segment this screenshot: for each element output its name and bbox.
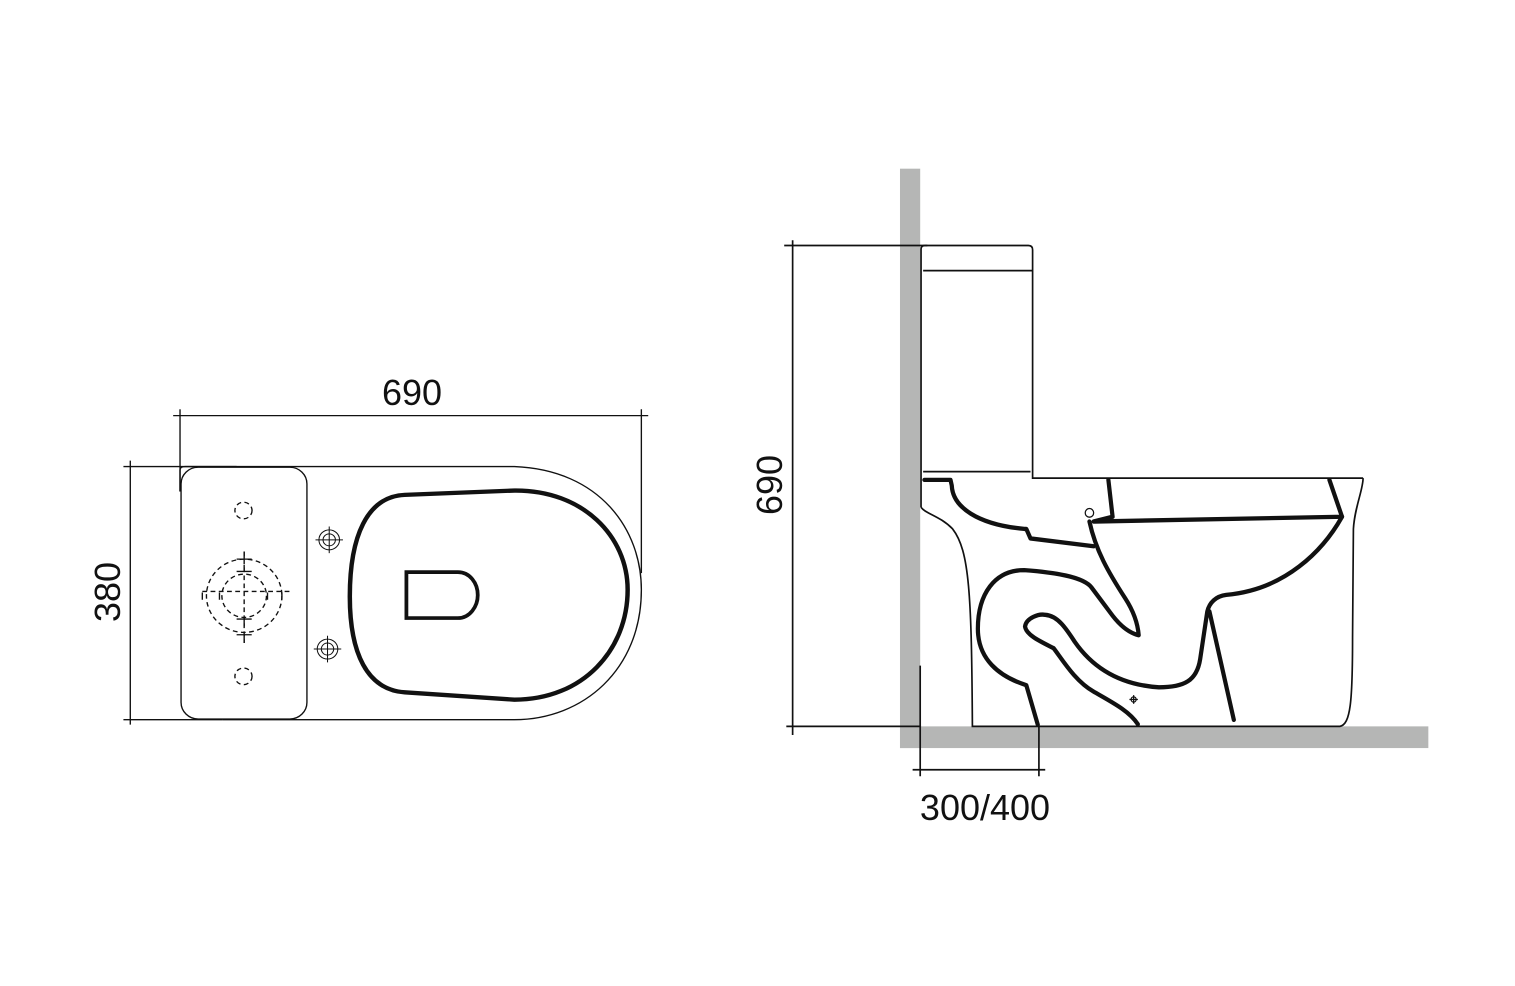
- tank-lid: [180, 466, 308, 720]
- rough-in-dimension: [912, 665, 1046, 777]
- bowl-trap: [975, 519, 1141, 727]
- rough-in-label: 300/400: [920, 787, 1050, 828]
- tee-marks: [201, 551, 283, 644]
- bolt-hole-icon: [315, 526, 343, 554]
- seat: [1091, 477, 1345, 524]
- wall: [899, 168, 921, 749]
- internal-channels: [922, 477, 1345, 727]
- width-label: 690: [382, 372, 442, 413]
- width-dimension: [173, 409, 649, 574]
- height-label: 690: [749, 455, 790, 515]
- top-view: [123, 409, 649, 725]
- seat-outline: [347, 488, 630, 702]
- body-outline: [920, 478, 1364, 728]
- foot-line: [1207, 609, 1236, 723]
- bowl-opening: [404, 570, 480, 620]
- trap-inner: [1022, 514, 1345, 727]
- bolt-hole-icon: [313, 635, 342, 663]
- side-view: [784, 168, 1429, 777]
- crosshair-icon: [1129, 695, 1138, 704]
- tank-outline: [920, 244, 1364, 508]
- floor: [899, 726, 1429, 749]
- body-outline: [179, 465, 643, 721]
- tank-fittings: [202, 501, 290, 686]
- depth-label: 380: [87, 562, 128, 622]
- overflow-hole-icon: [1084, 507, 1095, 518]
- height-dimension: [784, 240, 928, 736]
